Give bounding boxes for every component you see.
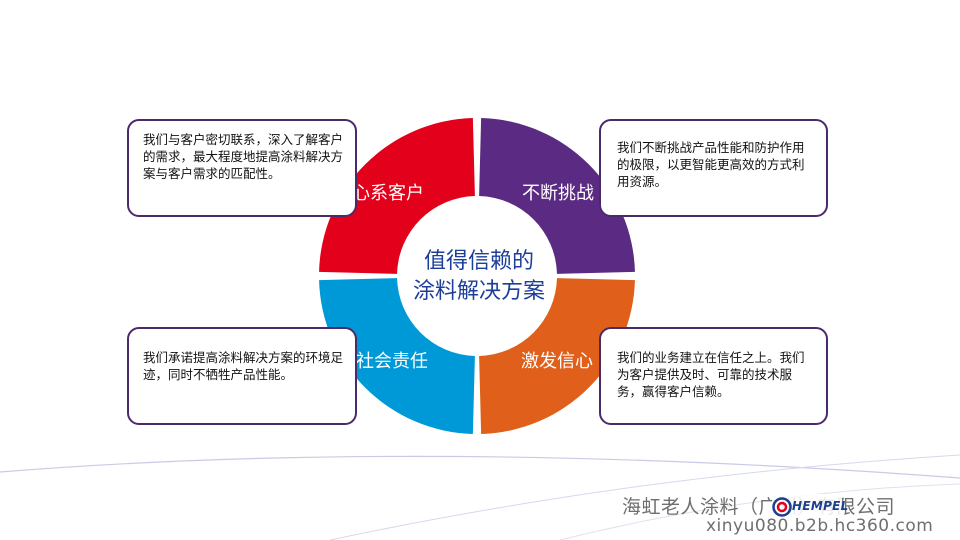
segment-bottom-right[interactable] [479,278,635,434]
segment-bottom-left[interactable] [319,278,475,434]
hempel-logo: HEMPEL [772,494,848,520]
hempel-logo-text: HEMPEL [792,499,849,513]
callout-top-right: 我们不断挑战产品性能和防护作用的极限，以更智能更高效的方式利用资源。 [599,119,828,217]
segment-label-confidence: 激发信心 [521,351,593,372]
segment-label-customer: 心系客户 [352,183,424,204]
callout-bottom-right: 我们的业务建立在信任之上。我们为客户提供及时、可靠的技术服务，赢得客户信赖。 [599,327,828,425]
callout-top-left: 我们与客户密切联系，深入了解客户的需求，最大程度地提高涂料解决方案与客户需求的匹… [127,119,357,217]
segment-label-challenge: 不断挑战 [522,183,594,204]
footer-url: xinyu080.b2b.hc360.com [706,516,934,536]
center-title-line1: 值得信赖的 [423,249,534,274]
center-title: 值得信赖的 涂料解决方案 [396,247,562,307]
segment-label-responsibility: 社会责任 [356,351,428,372]
hempel-logo-icon [772,497,792,517]
footer-company-name: 海虹老人涂料（广州）有限公司 [622,496,896,518]
center-title-line2: 涂料解决方案 [412,279,545,304]
segment-top-right[interactable] [479,118,635,274]
segment-top-left[interactable] [319,118,475,274]
callout-bottom-left: 我们承诺提高涂料解决方案的环境足迹，同时不牺牲产品性能。 [127,327,357,425]
